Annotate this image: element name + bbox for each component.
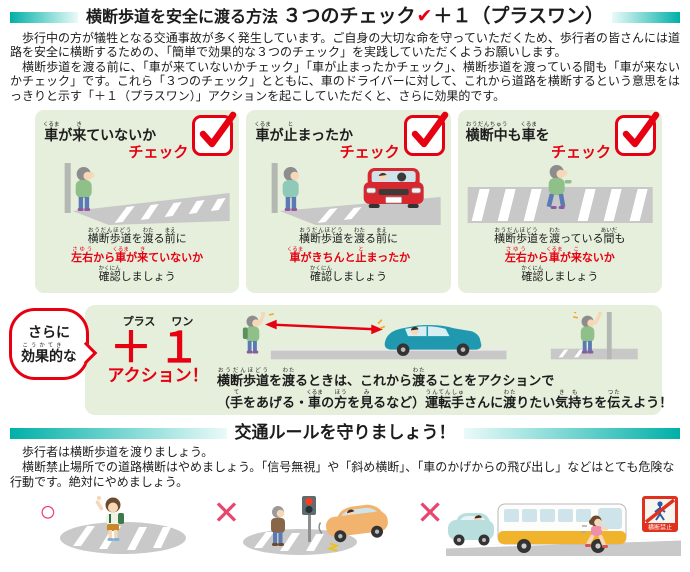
plus-one-action: アクション！ bbox=[107, 366, 209, 386]
panel2-caption-line1: 横断歩道おうだんほどうを渡わたる前まえに bbox=[298, 228, 398, 246]
pedestrian-icon bbox=[282, 167, 300, 212]
pole-icon bbox=[271, 163, 278, 214]
bubble-line2: 効果的こうかてきな bbox=[21, 342, 77, 364]
panel3-caption-line1: 横断歩道おうだんほどうを渡わたっている間あいだも bbox=[494, 228, 626, 246]
rules-text: 歩行者は横断歩道を渡りましょう。 横断禁止場所での道路横断はやめましょう。「信号… bbox=[10, 445, 680, 490]
bad-mark: ✕ bbox=[416, 494, 444, 532]
child-raising-hand-icon bbox=[95, 496, 124, 542]
panel2-caption-line2: 車くるまがきちんと止とまったか bbox=[286, 247, 411, 265]
rules-title: 交通ルールを守りましょう！ bbox=[234, 423, 456, 443]
panel1-caption: 横断歩道おうだんほどうを渡わたる前まえに 左右さゆうから車くるまが来きていないか… bbox=[42, 228, 232, 285]
plus-one-illustration bbox=[217, 312, 652, 368]
speech-bubble: さらに 効果的こうかてきな bbox=[9, 308, 89, 380]
panel2-caption: 横断歩道おうだんほどうを渡わたる前まえに 車くるまがきちんと止とまったか 確認か… bbox=[253, 228, 443, 285]
check-icon bbox=[622, 112, 660, 148]
panel1-check-word: チェック bbox=[128, 144, 189, 162]
panel-check-3: 横断中おうだんちゅうも車くるまを チェック bbox=[457, 110, 662, 294]
teal-bar-right bbox=[612, 11, 680, 23]
plus-one-section: さらに 効果的こうかてきな プラス ワン ＋１ アクション！ bbox=[9, 305, 673, 416]
panel2-checkbox bbox=[403, 112, 448, 157]
check-panels: 車くるまが来きていないか チェック bbox=[35, 110, 662, 294]
pedestrian-waving-icon bbox=[572, 312, 612, 360]
rules-paragraph-1: 歩行者は横断歩道を渡りましょう。 bbox=[22, 445, 214, 460]
panel3-check-word: チェック bbox=[550, 144, 611, 162]
plus-one-caption-line1: 横断歩道おうだんほどうを渡わたるときは、これから渡わたることをアクションで bbox=[217, 368, 555, 389]
plus-word: プラス bbox=[122, 316, 156, 329]
one-word: ワン bbox=[171, 316, 194, 329]
no-crossing-sign-icon: 横断禁止 bbox=[641, 496, 678, 533]
intro-text: 歩行中の方が犠牲となる交通事故が多く発生しています。ご自身の大切な命を守っていた… bbox=[10, 31, 680, 104]
scene-good-crossing: ○ bbox=[39, 496, 189, 556]
panel3-caption: 横断歩道おうだんほどうを渡わたっている間あいだも 左右さゆうから車くるまが来こな… bbox=[465, 228, 655, 285]
panel2-illustration bbox=[253, 163, 443, 226]
rules-paragraph-2: 横断禁止場所での道路横断はやめましょう。「信号無視」や「斜め横断」、「車のかげか… bbox=[10, 460, 675, 490]
page-title-part3: ＋１（プラスワン） bbox=[433, 6, 605, 27]
red-light-illustration bbox=[243, 496, 389, 556]
panel3-caption-line3: 確認かくにんしましょう bbox=[521, 266, 599, 284]
panel-check-2: 車くるまが止とまったか チェック bbox=[246, 110, 451, 294]
example-scenes: ○ bbox=[30, 494, 690, 557]
sign-label: 横断禁止 bbox=[648, 524, 672, 532]
intro-paragraph-1: 歩行中の方が犠牲となる交通事故が多く発生しています。ご自身の大切な命を守っていた… bbox=[10, 30, 680, 60]
panel1-title: 車くるまが来きていないか bbox=[43, 122, 157, 144]
panel2-caption-line3: 確認かくにんしましょう bbox=[309, 266, 387, 284]
bad-mark: ✕ bbox=[212, 494, 241, 532]
red-car-front-icon bbox=[363, 168, 424, 209]
plus-one-left: プラス ワン ＋１ アクション！ bbox=[99, 312, 217, 409]
running-child-icon bbox=[580, 515, 608, 549]
panel1-illustration bbox=[42, 163, 232, 226]
panel3-caption-line2: 左右さゆうから車くるまが来こないか bbox=[504, 247, 615, 265]
scene-red-light-crossing: ✕ bbox=[213, 496, 393, 556]
check-glyph-icon: ✔ bbox=[416, 6, 433, 27]
panel2-title: 車くるまが止とまったか bbox=[254, 122, 353, 144]
teal-bar-right bbox=[463, 428, 680, 440]
braking-car-icon bbox=[318, 504, 389, 552]
panel1-checkbox bbox=[192, 112, 237, 157]
scene-dart-out-behind-bus: ✕ bbox=[416, 494, 681, 557]
intro-paragraph-2: 横断歩道を渡る前に、「車が来ていないかチェック」「車が止まったかチェック」、横断… bbox=[10, 59, 680, 103]
pedestrian-raising-hand-icon bbox=[242, 312, 274, 354]
pedestrian-walking-icon bbox=[546, 165, 572, 210]
eye-contact-arrow-icon bbox=[264, 320, 383, 335]
plus-one-big: ＋１ bbox=[109, 324, 206, 372]
panel-check-1: 車くるまが来きていないか チェック bbox=[35, 110, 240, 294]
pole-icon bbox=[606, 312, 612, 360]
plus-one-right: 横断歩道おうだんほどうを渡わたるときは、これから渡わたることをアクションで （手… bbox=[217, 312, 673, 411]
panel2-check-word: チェック bbox=[339, 144, 400, 162]
rules-header: 交通ルールを守りましょう！ bbox=[10, 424, 680, 443]
panel3-title: 横断中おうだんちゅうも車くるまを bbox=[465, 122, 550, 144]
page-title: 横断歩道を安全に渡る方法 ３つのチェック✔＋１（プラスワン） bbox=[85, 6, 605, 28]
panel3-illustration bbox=[465, 163, 655, 225]
panel1-caption-line2: 左右さゆうから車くるまが来きていないか bbox=[71, 247, 204, 265]
elderly-man-icon bbox=[271, 506, 286, 547]
plus-one-caption-line2: （手てをあげる・車くるまの方ほうを見みるなど）運転手うんてんしゅさんに渡わたりた… bbox=[217, 390, 673, 411]
pedestrian-signal-icon bbox=[302, 496, 317, 543]
teal-bar-left bbox=[10, 428, 227, 440]
main-header: 横断歩道を安全に渡る方法 ３つのチェック✔＋１（プラスワン） bbox=[10, 6, 680, 28]
panel1-caption-line1: 横断歩道おうだんほどうを渡わたる前まえに bbox=[87, 228, 187, 246]
teal-car-side-icon bbox=[376, 319, 481, 357]
good-mark: ○ bbox=[39, 496, 57, 529]
bus-dart-out-illustration: 横断禁止 bbox=[445, 496, 681, 557]
pedestrian-icon bbox=[75, 167, 95, 212]
panel3-checkbox bbox=[614, 112, 660, 157]
plus-one-katakana: プラス ワン bbox=[99, 313, 217, 329]
panel1-caption-line3: 確認かくにんしましょう bbox=[98, 266, 176, 284]
page-title-part1: 横断歩道を安全に渡る方法 bbox=[85, 9, 278, 26]
good-crossing-illustration bbox=[59, 496, 186, 555]
check-icon bbox=[411, 112, 448, 148]
bubble-line1: さらに bbox=[28, 324, 70, 341]
check-icon bbox=[200, 112, 237, 148]
teal-bar-left bbox=[10, 11, 78, 23]
page-title-part2: ３つのチェック bbox=[282, 6, 416, 27]
light-blue-car-icon bbox=[447, 513, 494, 546]
pole-icon bbox=[64, 163, 71, 214]
